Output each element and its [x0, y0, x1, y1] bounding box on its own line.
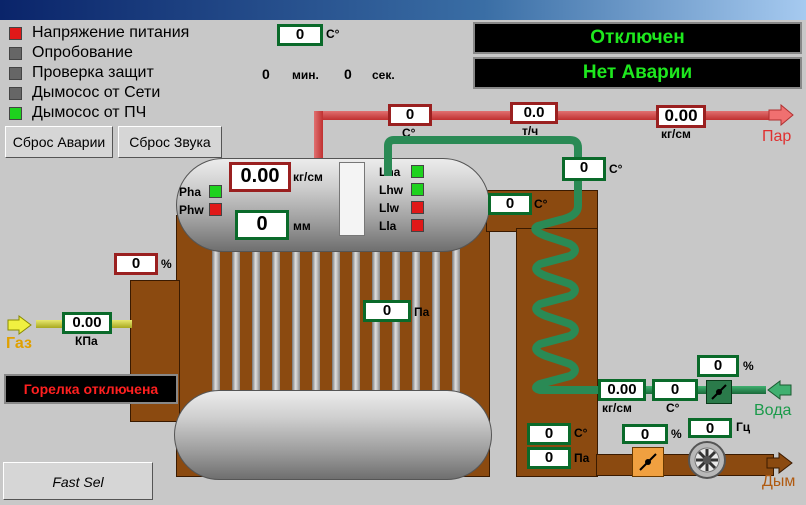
fast-sel-button[interactable]: Fast Sel [3, 462, 153, 500]
steam-pressure-unit: кг/см [661, 127, 691, 141]
indicator-exhauster-vfd [9, 107, 22, 120]
top-temp-unit: С° [326, 27, 340, 41]
water-valve-percent-value: 0 [697, 355, 739, 377]
steam-temp-value: 0 [388, 104, 432, 126]
furnace-pressure-value: 0 [363, 300, 411, 322]
smoke-label: Дым [762, 473, 796, 490]
timer-min-value: 0 [262, 66, 270, 82]
eco-temp-in-unit: С° [534, 197, 548, 211]
legend-protection-label: Проверка защит [32, 64, 154, 81]
timer-min-unit: мин. [292, 68, 319, 82]
gas-arrow-icon [7, 315, 32, 335]
flue-pressure-value: 0 [527, 447, 571, 469]
gas-pressure-unit: КПа [75, 334, 98, 348]
flue-temp-value: 0 [527, 423, 571, 445]
water-pressure-unit: кг/см [602, 401, 632, 415]
legend-test-label: Опробование [32, 44, 133, 61]
alarm-display: Нет Аварии [473, 57, 802, 89]
legend-exhauster-vfd-label: Дымосос от ПЧ [32, 104, 147, 121]
drum-level-value: 0 [235, 210, 289, 240]
air-percent-value: 0 [114, 253, 158, 275]
air-percent-unit: % [161, 257, 172, 271]
lha-indicator [411, 165, 424, 178]
water-label: Вода [754, 402, 792, 419]
drum-pressure-unit: кг/см [293, 170, 323, 184]
lla-indicator [411, 219, 424, 232]
steam-label: Пар [762, 128, 792, 145]
phw-label: Phw [179, 203, 204, 217]
steam-flow-unit: т/ч [522, 124, 539, 138]
window-titlebar [0, 0, 806, 20]
reset-sound-button[interactable]: Сброс Звука [118, 126, 222, 158]
indicator-protection [9, 67, 22, 80]
llw-indicator [411, 201, 424, 214]
lower-drum [174, 390, 492, 480]
steam-arrow-icon [768, 104, 794, 126]
water-temp-value: 0 [652, 379, 698, 401]
indicator-test [9, 47, 22, 60]
upper-drum [176, 158, 490, 252]
steam-flow-value: 0.0 [510, 102, 558, 124]
gas-pressure-value: 0.00 [62, 312, 112, 334]
indicator-power [9, 27, 22, 40]
eco-temp-in-value: 0 [488, 193, 532, 215]
flue-pressure-unit: Па [574, 451, 590, 465]
eco-temp-out-value: 0 [562, 157, 606, 181]
timer-sec-value: 0 [344, 66, 352, 82]
exhaust-fan-icon[interactable] [686, 440, 728, 480]
lla-label: Lla [379, 219, 397, 233]
timer-sec-unit: сек. [372, 68, 395, 82]
state-display: Отключен [473, 22, 802, 54]
drum-level-unit: мм [293, 219, 311, 233]
water-temp-unit: С° [666, 401, 680, 415]
reset-alarm-button[interactable]: Сброс Аварии [5, 126, 113, 158]
top-temp-value: 0 [277, 24, 323, 46]
drum-pressure-value: 0.00 [229, 162, 291, 192]
flue-temp-unit: С° [574, 426, 588, 440]
steam-pressure-value: 0.00 [656, 105, 706, 128]
pha-label: Pha [179, 185, 202, 199]
smoke-arrow-icon [766, 452, 793, 474]
lhw-indicator [411, 183, 424, 196]
legend-power-label: Напряжение питания [32, 24, 190, 41]
damper-percent-unit: % [671, 427, 682, 441]
water-arrow-icon [767, 380, 792, 400]
damper-percent-value: 0 [622, 424, 668, 444]
llw-label: Llw [379, 201, 399, 215]
burner-status: Горелка отключена [4, 374, 178, 404]
eco-temp-out-unit: С° [609, 162, 623, 176]
steam-pipe-vertical [314, 111, 323, 171]
lhw-label: Lhw [379, 183, 403, 197]
water-valve-percent-unit: % [743, 359, 754, 373]
damper-valve-icon[interactable] [632, 447, 664, 477]
legend-exhauster-grid-label: Дымосос от Сети [32, 84, 161, 101]
water-valve-icon[interactable] [706, 380, 732, 404]
gas-label: Газ [6, 335, 32, 352]
pha-indicator [209, 185, 222, 198]
level-glass [339, 162, 365, 236]
furnace-pressure-unit: Па [414, 305, 430, 319]
phw-indicator [209, 203, 222, 216]
flue-duct-out [596, 454, 774, 476]
indicator-exhauster-grid [9, 87, 22, 100]
fan-freq-unit: Гц [736, 420, 751, 434]
water-pressure-value: 0.00 [598, 379, 646, 401]
fan-freq-value: 0 [688, 418, 732, 438]
